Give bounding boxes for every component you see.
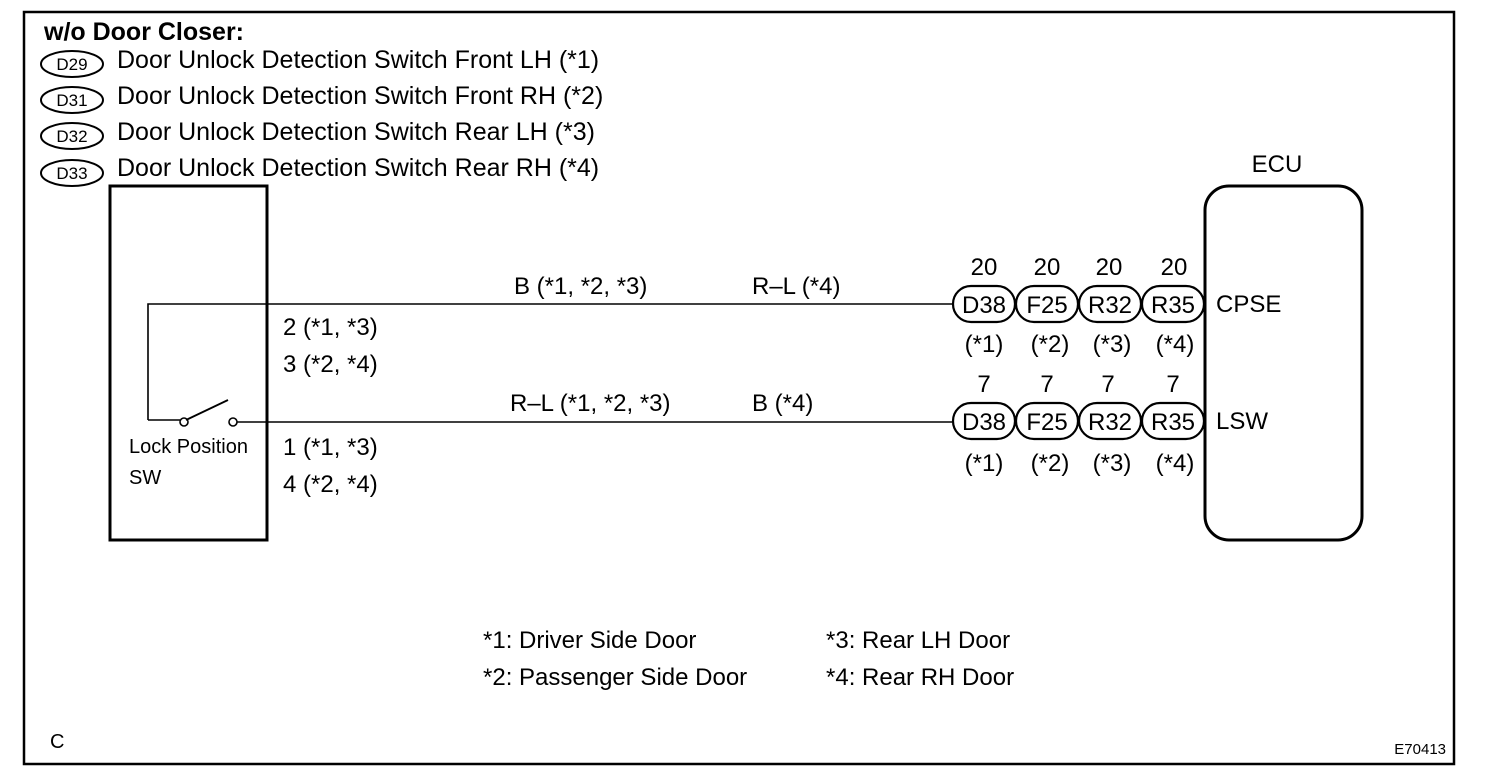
connector-code: R35 <box>1151 409 1195 436</box>
connector-note: (*2) <box>1031 331 1070 358</box>
connector-code-oval <box>40 86 104 114</box>
connector-code-oval <box>40 50 104 78</box>
connector-code-oval <box>40 122 104 150</box>
wire-color-label: B (*4) <box>752 390 813 417</box>
connector-code: R32 <box>1088 409 1132 436</box>
connector-pin: 7 <box>1166 371 1179 398</box>
connector-code: F25 <box>1026 292 1067 319</box>
connector-note: (*3) <box>1093 450 1132 477</box>
connector-code: D33 <box>56 164 87 183</box>
connector-code: D31 <box>56 91 87 110</box>
connector-note: (*4) <box>1156 450 1195 477</box>
ecu-block <box>1203 184 1364 542</box>
connector-pin: 20 <box>971 254 998 281</box>
footnote: *4: Rear RH Door <box>826 664 1014 691</box>
connector-code: D38 <box>962 409 1006 436</box>
footnote: *3: Rear LH Door <box>826 627 1010 654</box>
connector-pin: 7 <box>1101 371 1114 398</box>
figure-id: E70413 <box>1394 741 1446 758</box>
ecu-terminal-lsw: LSW <box>1216 408 1268 435</box>
switch-description: Door Unlock Detection Switch Rear RH (*4… <box>117 154 599 182</box>
switch-legend-item: D29 Door Unlock Detection Switch Front L… <box>40 46 599 78</box>
connector-code: R32 <box>1088 292 1132 319</box>
connector-code: R35 <box>1151 292 1195 319</box>
connector-pin: 7 <box>977 371 990 398</box>
pin-label: 4 (*2, *4) <box>283 471 378 498</box>
connector-row-lsw: 7 7 7 7 D38 F25 R32 R35 (*1) (*2) (*3) (… <box>951 371 1206 477</box>
diagram-frame <box>22 10 1456 766</box>
switch-block <box>108 184 269 542</box>
footnote: *1: Driver Side Door <box>483 627 696 654</box>
switch-description: Door Unlock Detection Switch Front RH (*… <box>117 82 603 110</box>
connector-pin: 20 <box>1034 254 1061 281</box>
wire-color-label: B (*1, *2, *3) <box>514 273 647 300</box>
switch-legend-item: D32 Door Unlock Detection Switch Rear LH… <box>40 118 595 150</box>
connector-code: D32 <box>56 127 87 146</box>
switch-legend-item: D33 Door Unlock Detection Switch Rear RH… <box>40 154 599 187</box>
connector-note: (*2) <box>1031 450 1070 477</box>
connector-note: (*1) <box>965 331 1004 358</box>
connector-pin: 20 <box>1096 254 1123 281</box>
footnote: *2: Passenger Side Door <box>483 664 747 691</box>
connector-note: (*4) <box>1156 331 1195 358</box>
ecu-label: ECU <box>1252 151 1303 178</box>
connector-note: (*1) <box>965 450 1004 477</box>
switch-label: SW <box>129 467 161 489</box>
pin-label: 2 (*1, *3) <box>283 314 378 341</box>
switch-legend-item: D31 Door Unlock Detection Switch Front R… <box>40 82 603 114</box>
diagram-title: w/o Door Closer: <box>43 18 244 46</box>
switch-legend: D29 Door Unlock Detection Switch Front L… <box>40 46 603 187</box>
switch-description: Door Unlock Detection Switch Front LH (*… <box>117 46 599 74</box>
pin-label: 1 (*1, *3) <box>283 434 378 461</box>
switch-description: Door Unlock Detection Switch Rear LH (*3… <box>117 118 595 146</box>
connector-row-cpse: 20 20 20 20 D38 F25 R32 R35 (*1) (*2) (*… <box>951 254 1206 358</box>
pin-label: 3 (*2, *4) <box>283 351 378 378</box>
wire-color-label: R–L (*4) <box>752 273 840 300</box>
connector-pin: 20 <box>1161 254 1188 281</box>
connector-code: D29 <box>56 55 87 74</box>
corner-code-left: C <box>50 731 64 753</box>
connector-code: F25 <box>1026 409 1067 436</box>
switch-lever <box>185 399 229 421</box>
connector-code: D38 <box>962 292 1006 319</box>
connector-code-oval <box>40 159 104 187</box>
wire-color-label: R–L (*1, *2, *3) <box>510 390 671 417</box>
ecu-terminal-cpse: CPSE <box>1216 291 1281 318</box>
connector-note: (*3) <box>1093 331 1132 358</box>
switch-wire-upper <box>147 303 267 420</box>
connector-pin: 7 <box>1040 371 1053 398</box>
switch-label: Lock Position <box>129 436 248 458</box>
switch-contact-right <box>228 417 238 427</box>
